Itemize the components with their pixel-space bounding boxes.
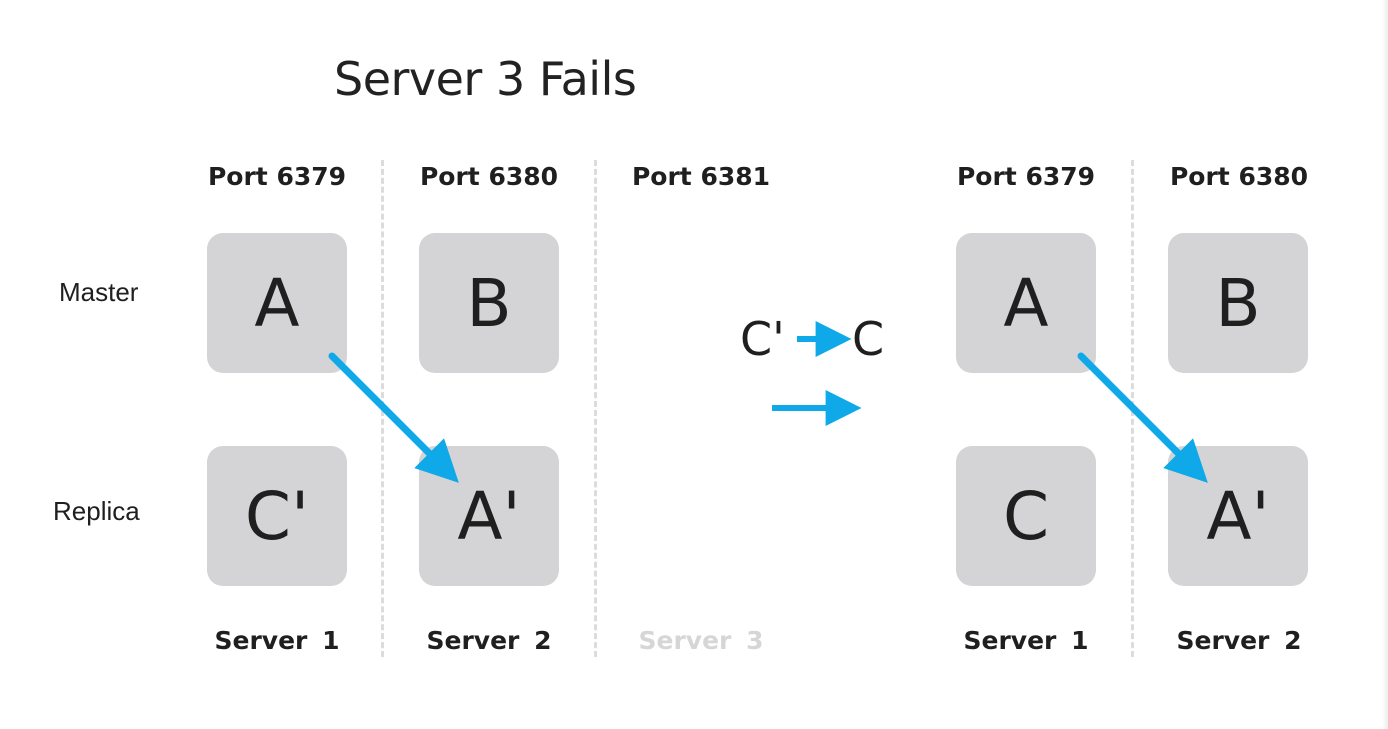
before-divider-2: [594, 160, 597, 657]
row-label-replica: Replica: [53, 496, 140, 526]
after-port-label-server-2: Port 6380: [1169, 162, 1309, 191]
after-master-node-server-1: A: [956, 233, 1096, 373]
diagram-title: Server 3 Fails: [334, 52, 637, 106]
before-port-label-server-1: Port 6379: [207, 162, 347, 191]
before-master-node-server-1: A: [207, 233, 347, 373]
after-replica-node-server-2: A': [1168, 446, 1308, 586]
row-label-master: Master: [59, 277, 139, 307]
page-edge-shadow: [1382, 0, 1388, 729]
before-server-label-2: Server 2: [426, 626, 552, 655]
before-port-label-server-3: Port 6381: [631, 162, 771, 191]
promotion-from-label: C': [740, 312, 785, 366]
after-server-label-1: Server 1: [963, 626, 1089, 655]
before-master-node-server-2: B: [419, 233, 559, 373]
before-port-label-server-2: Port 6380: [419, 162, 559, 191]
before-divider-1: [381, 160, 384, 657]
promotion-to-label: C: [852, 312, 885, 366]
after-server-label-2: Server 2: [1176, 626, 1302, 655]
after-master-node-server-2: B: [1168, 233, 1308, 373]
before-replica-node-server-2: A': [419, 446, 559, 586]
before-server-label-1: Server 1: [214, 626, 340, 655]
before-server-label-3-failed: Server 3: [638, 626, 764, 655]
after-port-label-server-1: Port 6379: [956, 162, 1096, 191]
before-replica-node-server-1: C': [207, 446, 347, 586]
after-divider-1: [1131, 160, 1134, 657]
after-replica-node-server-1: C: [956, 446, 1096, 586]
replica-promotion-annotation: C' C: [740, 312, 884, 366]
